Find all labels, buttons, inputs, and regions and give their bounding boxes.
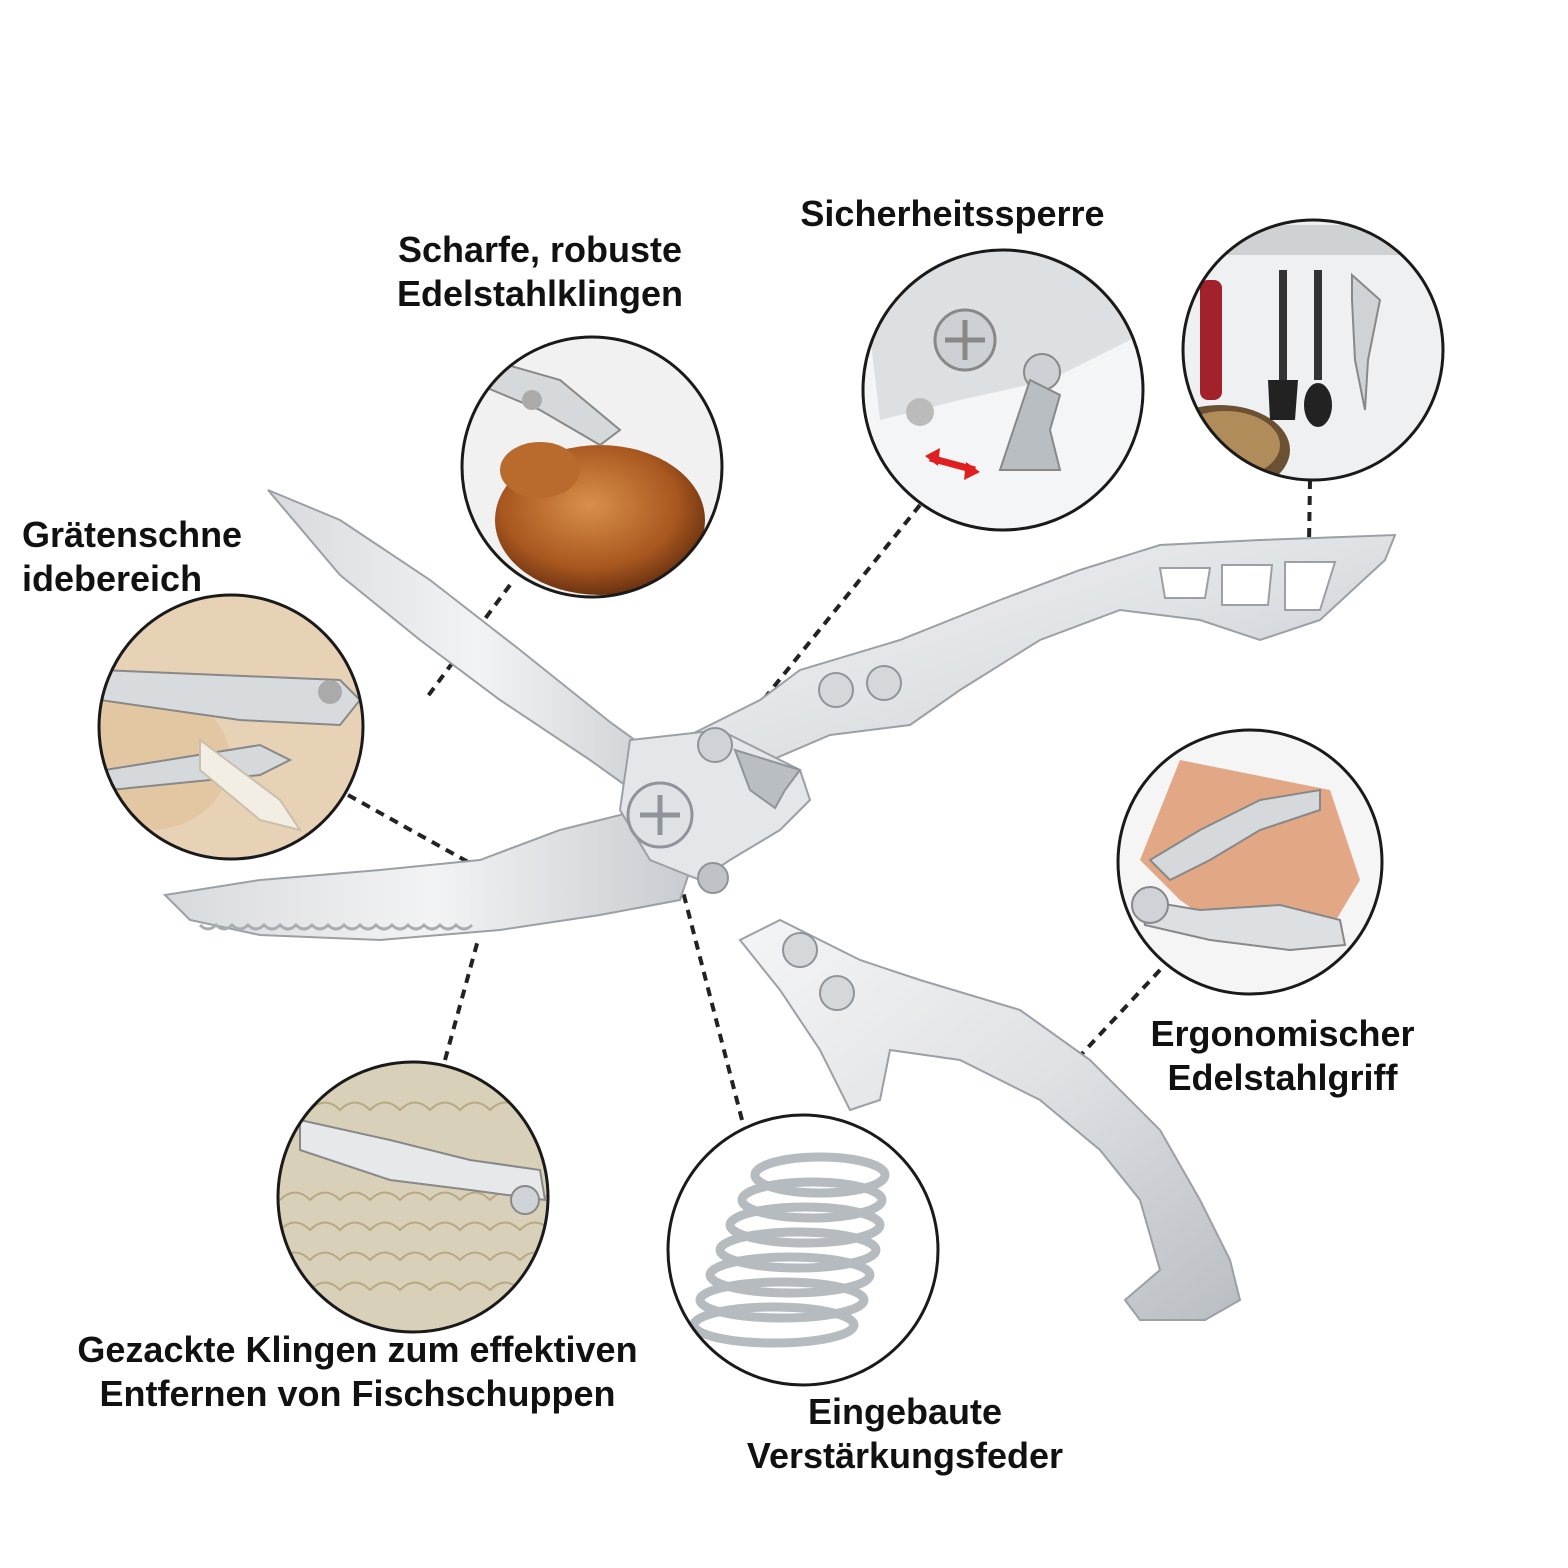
label-handle-line2: Edelstahlgriff bbox=[1167, 1057, 1398, 1098]
label-spring-line1: Eingebaute bbox=[807, 1391, 1003, 1432]
label-blades: Scharfe, robuste Edelstahlklingen bbox=[375, 228, 705, 316]
label-serrated-line1: Gezackte Klingen zum effektiven bbox=[77, 1329, 638, 1370]
coil-spring-icon bbox=[689, 1152, 890, 1348]
label-handle: Ergonomischer Edelstahlgriff bbox=[1130, 1012, 1435, 1100]
safety-lock-icon bbox=[906, 308, 1062, 471]
label-bone: Grätenschne idebereich bbox=[22, 513, 282, 601]
screw-icon bbox=[626, 781, 694, 849]
label-serrated-line2: Entfernen von Fischschuppen bbox=[99, 1373, 616, 1414]
label-serrated: Gezackte Klingen zum effektiven Entferne… bbox=[40, 1328, 675, 1416]
label-bone-line2: idebereich bbox=[22, 558, 203, 599]
hand-grip-icon bbox=[1131, 760, 1360, 952]
label-lock: Sicherheitssperre bbox=[780, 192, 1125, 236]
label-lock-line1: Sicherheitssperre bbox=[800, 193, 1105, 234]
callout-fish bbox=[276, 1060, 550, 1334]
callout-spring bbox=[666, 1113, 940, 1387]
label-blades-line1: Scharfe, robuste bbox=[397, 229, 683, 270]
label-spring-line2: Verstärkungsfeder bbox=[746, 1435, 1064, 1476]
upper-handle bbox=[638, 533, 1397, 802]
scissors-icon bbox=[162, 489, 1397, 1321]
label-bone-line1: Grätenschne bbox=[22, 514, 243, 555]
label-handle-line1: Ergonomischer bbox=[1150, 1013, 1415, 1054]
callout-bone bbox=[97, 593, 365, 861]
lower-handle bbox=[738, 918, 1242, 1321]
bone-cutting-icon bbox=[99, 595, 363, 859]
callout-hanging bbox=[1181, 218, 1445, 482]
fish-scales-icon bbox=[278, 1062, 548, 1332]
label-spring: Eingebaute Verstärkungsfeder bbox=[720, 1390, 1090, 1478]
callout-chicken bbox=[460, 335, 724, 599]
callout-hand bbox=[1116, 728, 1384, 996]
label-blades-line2: Edelstahlklingen bbox=[396, 273, 684, 314]
callout-lock bbox=[861, 248, 1145, 532]
